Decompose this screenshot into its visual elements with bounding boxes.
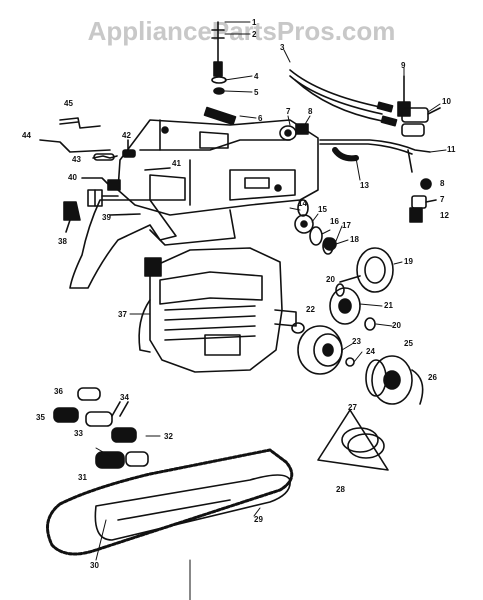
callout-5: 5 bbox=[254, 88, 259, 97]
callout-3: 3 bbox=[280, 43, 285, 52]
part-rod-44 bbox=[39, 139, 111, 153]
callout-34: 34 bbox=[120, 393, 129, 402]
callout-11: 11 bbox=[447, 145, 456, 154]
callout-8a: 8 bbox=[308, 107, 313, 116]
callout-4: 4 bbox=[254, 72, 259, 81]
callout-40: 40 bbox=[68, 173, 77, 182]
callout-35: 35 bbox=[36, 413, 45, 422]
callout-28: 28 bbox=[336, 485, 345, 494]
callout-31: 31 bbox=[78, 473, 87, 482]
part-clutch-25 bbox=[365, 355, 413, 405]
part-nut-5 bbox=[213, 87, 225, 95]
callout-37: 37 bbox=[118, 310, 127, 319]
part-line-11 bbox=[319, 139, 431, 173]
callout-44: 44 bbox=[22, 131, 31, 140]
part-hose-13 bbox=[332, 147, 359, 162]
callout-6: 6 bbox=[258, 114, 263, 123]
part-gear-15 bbox=[294, 214, 314, 234]
part-bolt-1-2 bbox=[211, 21, 225, 77]
callout-14: 14 bbox=[298, 199, 307, 208]
part-bracket-45 bbox=[59, 117, 101, 129]
callout-2: 2 bbox=[252, 30, 257, 39]
callout-25: 25 bbox=[404, 339, 413, 348]
callout-42: 42 bbox=[122, 131, 131, 140]
callout-27: 27 bbox=[348, 403, 357, 412]
part-screw-41 bbox=[144, 167, 171, 171]
callout-29: 29 bbox=[254, 515, 263, 524]
part-link-40 bbox=[81, 177, 121, 191]
callout-43: 43 bbox=[72, 155, 81, 164]
part-washer-20a bbox=[335, 283, 345, 297]
part-switch-39 bbox=[87, 189, 119, 207]
callout-21: 21 bbox=[384, 301, 393, 310]
part-gear-19 bbox=[339, 247, 394, 293]
callout-15: 15 bbox=[318, 205, 327, 214]
callout-7b: 7 bbox=[440, 195, 445, 204]
callout-13: 13 bbox=[360, 181, 369, 190]
part-engine-37 bbox=[138, 247, 297, 373]
part-plug-8 bbox=[295, 123, 309, 135]
callout-26: 26 bbox=[428, 373, 437, 382]
part-shoe-26 bbox=[411, 369, 424, 405]
callout-45: 45 bbox=[64, 99, 73, 108]
callout-8b: 8 bbox=[440, 179, 445, 188]
callout-9: 9 bbox=[401, 61, 406, 70]
leader-lines bbox=[95, 21, 447, 600]
callout-24: 24 bbox=[366, 347, 375, 356]
callout-39: 39 bbox=[102, 213, 111, 222]
part-guide-bar-29 bbox=[94, 474, 291, 541]
callout-18: 18 bbox=[350, 235, 359, 244]
part-spring-43 bbox=[92, 153, 118, 161]
part-bracket-28 bbox=[317, 409, 389, 471]
callout-32: 32 bbox=[164, 432, 173, 441]
part-pin-6 bbox=[203, 106, 237, 126]
callout-17: 17 bbox=[342, 221, 351, 230]
callout-1: 1 bbox=[252, 18, 257, 27]
callout-30: 30 bbox=[90, 561, 99, 570]
callout-22: 22 bbox=[306, 305, 315, 314]
part-washer-20b bbox=[364, 317, 376, 331]
callout-20a: 20 bbox=[326, 275, 335, 284]
callout-12: 12 bbox=[440, 211, 449, 220]
part-handle-bar bbox=[69, 199, 177, 289]
part-fitting-10 bbox=[401, 107, 441, 137]
part-spring-42 bbox=[122, 139, 136, 158]
part-chain-30 bbox=[46, 448, 294, 556]
part-washer-14 bbox=[297, 199, 309, 217]
part-washer-22 bbox=[291, 322, 305, 334]
callout-23: 23 bbox=[352, 337, 361, 346]
part-gear-21 bbox=[329, 287, 361, 325]
callout-38: 38 bbox=[58, 237, 67, 246]
callout-33: 33 bbox=[74, 429, 83, 438]
part-switch-38 bbox=[63, 201, 81, 233]
part-screw-9 bbox=[397, 75, 411, 117]
callout-20b: 20 bbox=[392, 321, 401, 330]
callout-36: 36 bbox=[54, 387, 63, 396]
callout-16: 16 bbox=[330, 217, 339, 226]
callout-19: 19 bbox=[404, 257, 413, 266]
part-fuel-line-3 bbox=[289, 69, 398, 127]
watermark-text: AppliancePartsPros.com bbox=[87, 16, 396, 46]
part-bearing-16 bbox=[309, 226, 323, 246]
callout-7a: 7 bbox=[286, 107, 291, 116]
part-fitting-12 bbox=[409, 178, 437, 223]
callout-10: 10 bbox=[442, 97, 451, 106]
callout-41: 41 bbox=[172, 159, 181, 168]
part-chain-links bbox=[53, 387, 149, 469]
